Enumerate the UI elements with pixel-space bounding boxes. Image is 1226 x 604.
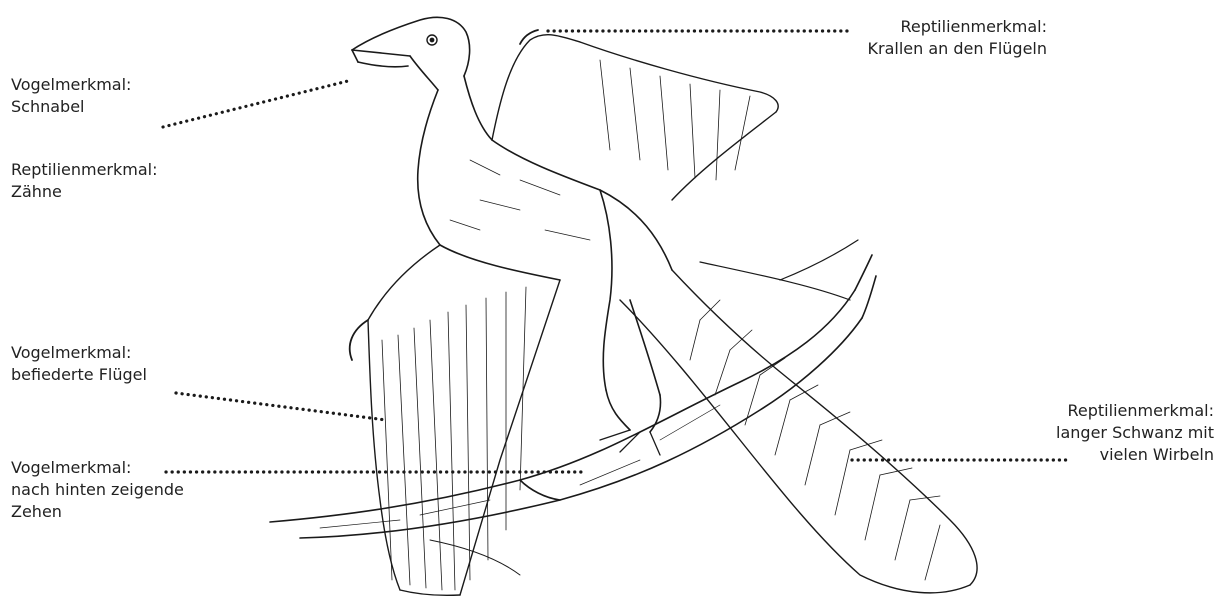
label-teeth-category: Reptilienmerkmal: xyxy=(11,159,158,181)
leader-beak xyxy=(163,80,352,127)
label-teeth-feature: Zähne xyxy=(11,181,158,203)
label-tail-feature-line1: langer Schwanz mit xyxy=(1010,422,1214,444)
body xyxy=(418,76,672,455)
label-claws-category: Reptilienmerkmal: xyxy=(860,16,1047,38)
label-toes-feature-line2: Zehen xyxy=(11,501,184,523)
label-wings-category: Vogelmerkmal: xyxy=(11,342,147,364)
label-beak-category: Vogelmerkmal: xyxy=(11,74,131,96)
label-claws: Reptilienmerkmal: Krallen an den Flügeln xyxy=(860,16,1047,60)
label-tail: Reptilienmerkmal: langer Schwanz mit vie… xyxy=(1010,400,1214,466)
label-teeth: Reptilienmerkmal: Zähne xyxy=(11,159,158,203)
label-wings: Vogelmerkmal: befiederte Flügel xyxy=(11,342,147,386)
label-tail-feature-line2: vielen Wirbeln xyxy=(1010,444,1214,466)
label-beak-feature: Schnabel xyxy=(11,96,131,118)
label-toes: Vogelmerkmal: nach hinten zeigende Zehen xyxy=(11,457,184,523)
leader-wings xyxy=(176,393,386,420)
branch xyxy=(270,240,876,575)
label-beak: Vogelmerkmal: Schnabel xyxy=(11,74,131,118)
label-claws-feature: Krallen an den Flügeln xyxy=(860,38,1047,60)
label-toes-category: Vogelmerkmal: xyxy=(11,457,184,479)
tail xyxy=(620,270,977,593)
label-tail-category: Reptilienmerkmal: xyxy=(1010,400,1214,422)
head xyxy=(352,17,470,90)
label-wings-feature: befiederte Flügel xyxy=(11,364,147,386)
leader-lines xyxy=(163,31,1071,472)
label-toes-feature-line1: nach hinten zeigende xyxy=(11,479,184,501)
raised-wing xyxy=(492,30,778,200)
